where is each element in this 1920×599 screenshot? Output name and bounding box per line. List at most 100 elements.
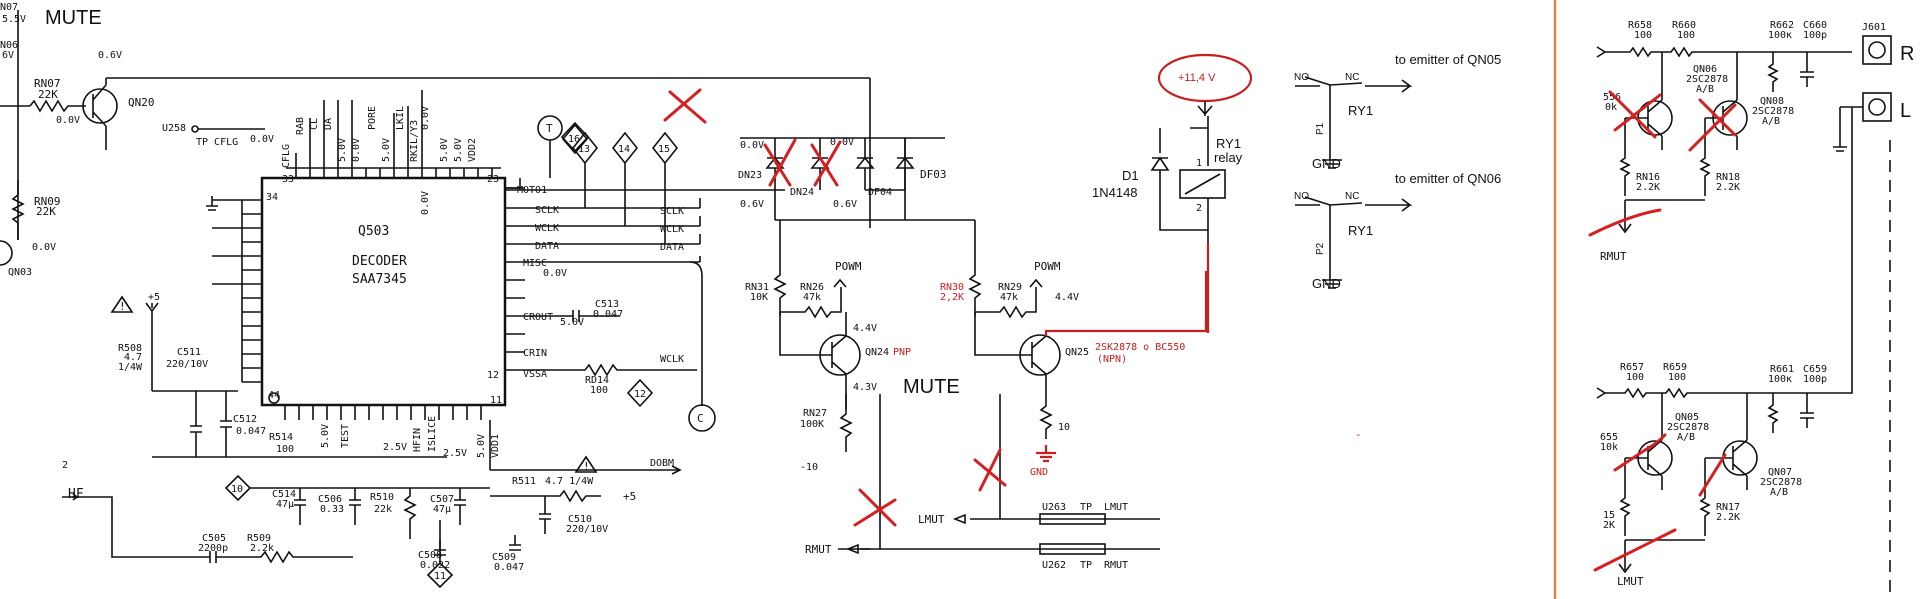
label-rn31-val: 10K — [750, 292, 768, 303]
contact1-nc: NC — [1345, 72, 1359, 83]
label-c507-val: 47µ — [433, 504, 451, 515]
label-u263: U263 — [1042, 502, 1066, 513]
tag-12: 12 — [634, 389, 646, 400]
label-df04: DF04 — [868, 187, 892, 198]
label-plus5a: +5 — [148, 292, 160, 303]
tag-14: 14 — [618, 144, 630, 155]
label-qn06-part: 2SC2878 — [1686, 74, 1728, 85]
ic-right-pins — [505, 187, 525, 371]
ic-top-pin-cl: CL — [309, 118, 320, 130]
contact2-ry: RY1 — [1348, 223, 1373, 238]
label-qn08-part: 2SC2878 — [1752, 106, 1794, 117]
label-qn06-grade: A/B — [1696, 84, 1714, 95]
ic-top-pin-5v-a: 5.0V — [439, 138, 450, 162]
label-r659: R659 — [1663, 362, 1687, 373]
label-pin1: 1 — [1196, 158, 1202, 169]
label-r656-val: 0k — [1605, 102, 1617, 113]
label-rn29: RN29 — [998, 282, 1022, 293]
label-qn06: QN06 — [1693, 64, 1717, 75]
label-u263-sig: LMUT — [1104, 502, 1128, 513]
label-rn30: RN30 — [940, 282, 964, 293]
ic-bottom-pin-hfin: HFIN — [412, 428, 423, 452]
contact2-gnd: GND — [1312, 276, 1341, 291]
ic-top-pin-rab: RAB — [295, 117, 306, 135]
label-jack-l: L — [1900, 100, 1911, 122]
cross-mark-4 — [973, 448, 1007, 492]
label-j601: J601 — [1862, 22, 1886, 33]
label-lmut: LMUT — [918, 513, 945, 526]
ic-bottom-pin-test: TEST — [340, 424, 351, 448]
label-r660: R660 — [1672, 20, 1696, 31]
ic-pin34: 34 — [266, 192, 278, 203]
label-rn09-val: 22K — [36, 205, 56, 218]
label-hf: HF — [68, 487, 84, 502]
label-n10: 10 — [1058, 422, 1070, 433]
label-v00c: 0.0V — [250, 134, 274, 145]
label-u262: U262 — [1042, 560, 1066, 571]
ic-pin23: 23 — [487, 174, 499, 185]
label-rn27-val: 100K — [800, 419, 824, 430]
contact2-note: to emitter of QN06 — [1395, 171, 1501, 186]
label-r511-val: 4.7 1/4W — [545, 476, 594, 487]
label-v43: 4.3V — [853, 382, 877, 393]
label-pnp: PNP — [893, 347, 911, 358]
label-d1: D1 — [1122, 168, 1139, 183]
bus-c: C — [697, 412, 704, 425]
label-r658-val: 100 — [1634, 30, 1652, 41]
label-c511: C511 — [177, 347, 201, 358]
ic-top-pin-lkil: LKIL — [395, 106, 406, 130]
label-u263-tp: TP — [1080, 502, 1092, 513]
label-r514: R514 — [269, 432, 293, 443]
label-u262-sig: RMUT — [1104, 560, 1128, 571]
label-c506: C506 — [318, 494, 342, 505]
label-powm2: POWM — [1034, 260, 1061, 273]
contact2-no: NO — [1294, 191, 1309, 202]
label-plus5b: +5 — [623, 490, 636, 503]
label-rn29-val: 47k — [1000, 292, 1018, 303]
label-r514-val: 100 — [276, 444, 294, 455]
contact1-note: to emitter of QN05 — [1395, 52, 1501, 67]
cross-qn07 — [1698, 453, 1727, 497]
tag-11: 11 — [434, 571, 446, 582]
label-rd14: RD14 — [585, 375, 609, 386]
tag-13: 13 — [578, 144, 590, 155]
label-qn05: QN05 — [1675, 412, 1699, 423]
label-r15: 15 — [1603, 510, 1615, 521]
label-relay: relay — [1214, 150, 1243, 165]
ic-top-pins — [286, 90, 501, 178]
contact1-p: P1 — [1315, 122, 1326, 135]
label-r508-val1: 4.7 — [124, 352, 142, 363]
ic-pin44: 44 — [268, 390, 280, 401]
label-rn18: RN18 — [1716, 172, 1740, 183]
ic-pin-wclk: WCLK — [535, 223, 559, 234]
ic-pin-misc: MISC — [523, 258, 547, 269]
label-tp-cflg: TP CFLG — [196, 137, 238, 148]
label-r510-val: 22k — [374, 504, 392, 515]
label-rn07: RN07 — [34, 77, 61, 90]
label-c512-val: 0.047 — [236, 426, 266, 437]
bus-wclk: WCLK — [660, 224, 684, 235]
label-r655: 655 — [1600, 432, 1618, 443]
label-rn07-val: 22K — [38, 88, 58, 101]
label-c505-val: 2200p — [198, 543, 228, 554]
label-qn05-part: 2SC2878 — [1667, 422, 1709, 433]
ic-inner-v: 0.0V — [420, 191, 431, 215]
label-jack-r: R — [1900, 43, 1914, 65]
label-gnd-qn25: GND — [1030, 467, 1048, 478]
label-pin2: 2 — [1196, 203, 1202, 214]
label-d1-part: 1N4148 — [1092, 185, 1138, 200]
label-rd14-val: 100 — [590, 385, 608, 396]
label-r15-val: 2K — [1603, 520, 1615, 531]
label-supply: +11,4 V — [1178, 72, 1216, 84]
label-rmut: RMUT — [805, 543, 832, 556]
label-u262-tp: TP — [1080, 560, 1092, 571]
ic-v-misc: 0.0V — [543, 268, 567, 279]
ic-top-v3: 5.0V — [381, 138, 392, 162]
label-c511-val: 220/10V — [166, 359, 208, 370]
label-5v5: 5.5V — [2, 14, 26, 25]
label-lmut-right: LMUT — [1617, 575, 1644, 588]
ic-top-v2: 0.0V — [351, 138, 362, 162]
mute-title-left: MUTE — [45, 7, 102, 29]
contact1-gnd: GND — [1312, 156, 1341, 171]
contact1-no: NO — [1294, 72, 1309, 83]
